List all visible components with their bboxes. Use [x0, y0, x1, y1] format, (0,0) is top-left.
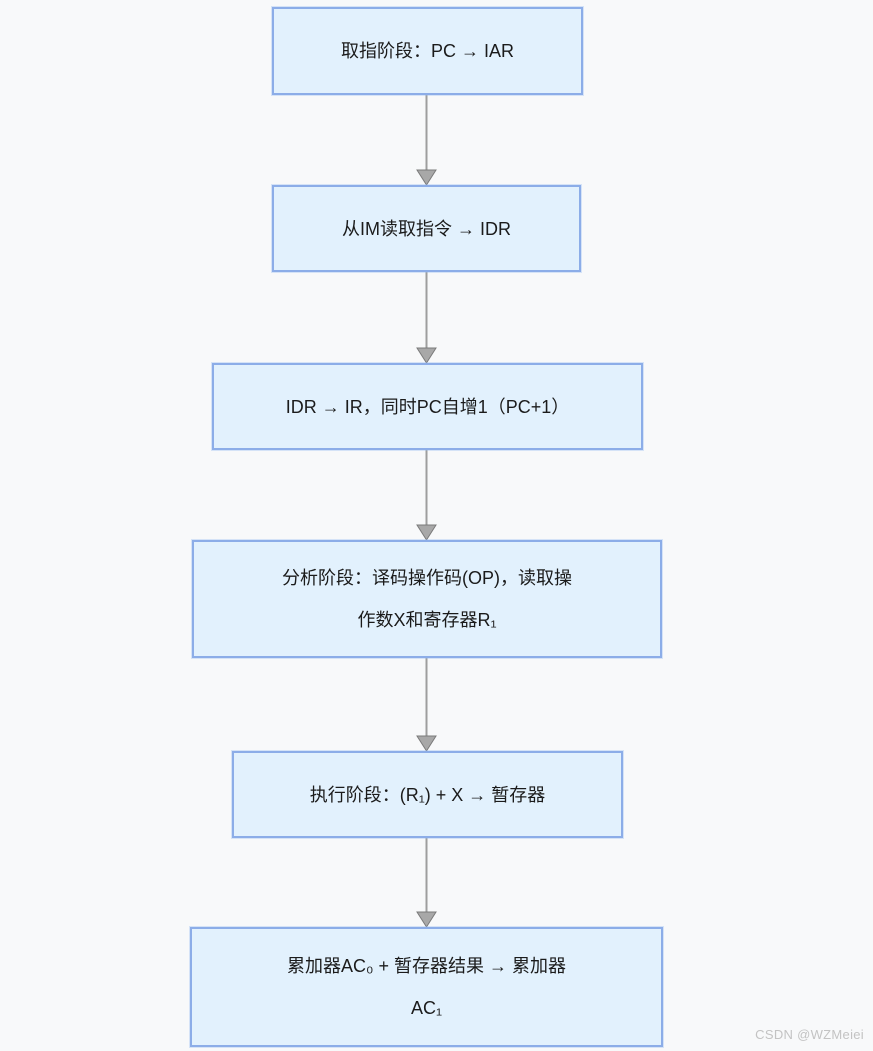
- flow-node-label: 累加器AC₀ + 暂存器结果 → 累加器 AC₁: [287, 945, 566, 1029]
- flow-node-text-line: 累加器AC₀ + 暂存器结果 → 累加器: [287, 956, 566, 976]
- flow-node-text-line: 从IM读取指令 → IDR: [342, 218, 511, 239]
- arrow-step5-step6: [416, 838, 437, 928]
- flow-node-text-line: 作数X和寄存器R₁: [357, 610, 497, 630]
- flow-node-decode-stage: 分析阶段：译码操作码(OP)，读取操 作数X和寄存器R₁: [192, 540, 662, 658]
- arrow-step2-step3: [416, 272, 437, 364]
- flow-node-execute-stage: 执行阶段：(R₁) + X → 暂存器: [232, 751, 623, 838]
- arrow-step4-step5: [416, 658, 437, 752]
- flow-node-label: 执行阶段：(R₁) + X → 暂存器: [310, 774, 546, 816]
- flow-node-text-line: AC₁: [410, 998, 443, 1018]
- flow-node-accumulate-result: 累加器AC₀ + 暂存器结果 → 累加器 AC₁: [190, 927, 663, 1047]
- flow-node-text-line: 分析阶段：译码操作码(OP)，读取操: [282, 568, 572, 588]
- arrow-step1-step2: [416, 95, 437, 186]
- flow-node-fetch-stage: 取指阶段：PC → IAR: [272, 7, 583, 95]
- flow-node-text-line: 取指阶段：PC → IAR: [340, 41, 514, 61]
- flow-node-label: IDR → IR，同时PC自增1（PC+1）: [286, 386, 570, 428]
- flow-node-idr-to-ir: IDR → IR，同时PC自增1（PC+1）: [212, 363, 643, 450]
- flow-node-label: 取指阶段：PC → IAR: [341, 30, 514, 72]
- watermark: CSDN @WZMeiei: [755, 1027, 864, 1042]
- arrow-step3-step4: [416, 450, 437, 541]
- flow-node-read-instruction: 从IM读取指令 → IDR: [272, 185, 581, 272]
- flow-node-text-line: IDR → IR，同时PC自增1（PC+1）: [285, 396, 570, 417]
- flow-node-label: 从IM读取指令 → IDR: [342, 208, 511, 250]
- flow-node-label: 分析阶段：译码操作码(OP)，读取操 作数X和寄存器R₁: [282, 557, 572, 641]
- flow-node-text-line: 执行阶段：(R₁) + X → 暂存器: [309, 784, 546, 805]
